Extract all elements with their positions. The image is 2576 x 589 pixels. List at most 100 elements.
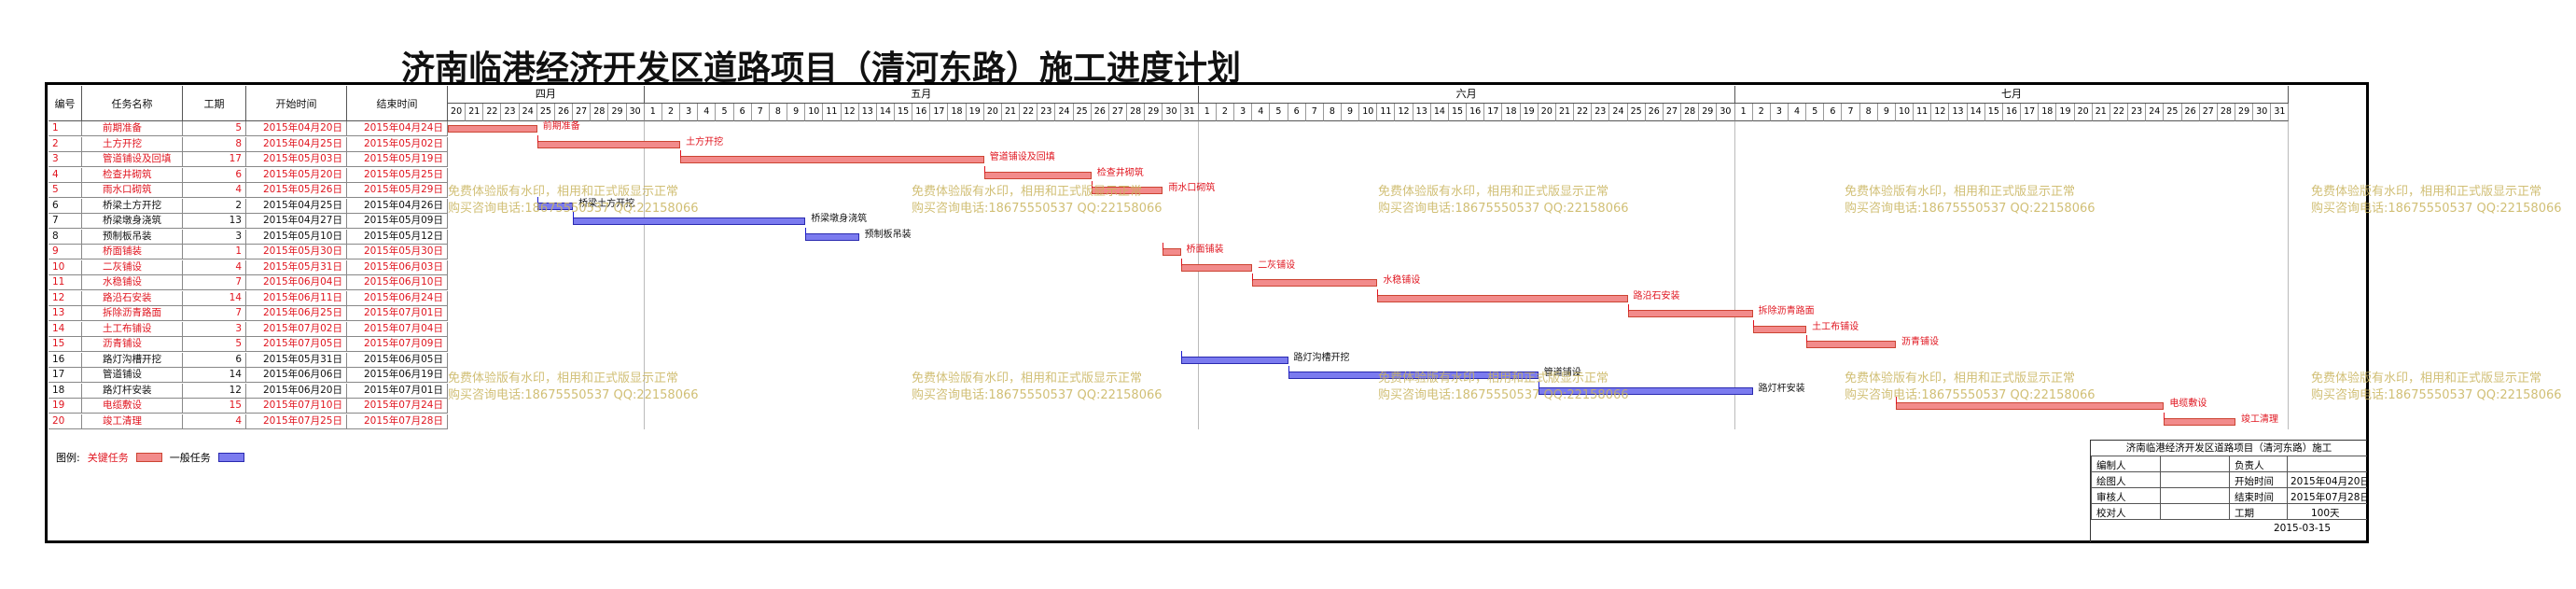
gantt-bar[interactable]: [1538, 386, 1753, 395]
watermark: 免费体验版有水印，相用和正式版显示正常购买咨询电话:18675550537 QQ…: [1845, 184, 2096, 217]
gantt-bar[interactable]: [1627, 310, 1753, 317]
watermark-line: 购买咨询电话:18675550537 QQ:22158066: [912, 202, 1163, 216]
day-header: 22: [483, 104, 502, 121]
gantt-bar[interactable]: [1806, 341, 1896, 348]
day-header: 29: [608, 104, 627, 121]
gantt-bar-label: 竣工清理: [2241, 414, 2278, 425]
task-name-cell: 检查井砌筑: [82, 167, 183, 183]
watermark: 免费体验版有水印，相用和正式版显示正常购买咨询电话:18675550537 QQ…: [912, 184, 1163, 217]
day-header: 1: [644, 104, 662, 121]
gantt-bar[interactable]: [1377, 294, 1628, 302]
legend: 图例: 关键任务 一般任务: [56, 450, 244, 465]
task-start-cell: 2015年06月25日: [246, 306, 347, 321]
day-header: 7: [1842, 104, 1860, 121]
day-header: 13: [858, 104, 877, 121]
task-end-cell: 2015年07月01日: [347, 306, 448, 321]
watermark: 免费体验版有水印，相用和正式版显示正常购买咨询电话:18675550537 QQ…: [1378, 371, 1629, 404]
gantt-bar-label: 桥梁墩身浇筑: [811, 214, 868, 224]
gantt-bar[interactable]: [1752, 325, 1807, 333]
gantt-bar[interactable]: [536, 140, 681, 148]
month-divider: [1734, 121, 1735, 429]
day-header: 23: [1037, 104, 1056, 121]
task-duration-cell: 5: [183, 337, 246, 352]
day-header: 27: [1108, 104, 1128, 121]
tb-k2-2: 结束时间: [2235, 492, 2274, 503]
gantt-bar[interactable]: [2164, 417, 2235, 426]
tb-date: 2015-03-15: [2274, 523, 2332, 534]
tb-k1-2: 审核人: [2096, 492, 2126, 503]
day-header: 7: [1305, 104, 1324, 121]
task-start-cell: 2015年05月31日: [246, 352, 347, 368]
day-header: 10: [1359, 104, 1378, 121]
task-id-cell: 17: [49, 368, 82, 383]
task-end-cell: 2015年05月09日: [347, 214, 448, 229]
gantt-bar[interactable]: [805, 232, 859, 241]
gantt-bar[interactable]: [536, 202, 574, 210]
day-header: 4: [1252, 104, 1271, 121]
day-header: 23: [501, 104, 520, 121]
task-id-cell: 18: [49, 383, 82, 399]
gantt-bar-label: 路灯杆安装: [1758, 383, 1805, 394]
tb-k1-0: 编制人: [2096, 460, 2126, 471]
gantt-bar[interactable]: [448, 125, 537, 133]
watermark-line: 免费体验版有水印，相用和正式版显示正常: [2311, 185, 2542, 199]
task-start-cell: 2015年06月04日: [246, 275, 347, 290]
col-header-duration: 工期: [183, 86, 246, 121]
task-duration-cell: 14: [183, 290, 246, 306]
gantt-bar[interactable]: [1288, 372, 1539, 379]
day-header: 26: [1091, 104, 1109, 121]
gantt-bar[interactable]: [573, 217, 806, 225]
watermark-line: 购买咨询电话:18675550537 QQ:22158066: [1378, 388, 1629, 402]
day-header: 16: [912, 104, 931, 121]
tb-k2-0: 负责人: [2235, 460, 2264, 471]
watermark-line: 购买咨询电话:18675550537 QQ:22158066: [1378, 202, 1629, 216]
watermark-line: 购买咨询电话:18675550537 QQ:22158066: [2311, 202, 2562, 216]
gantt-bar[interactable]: [1252, 279, 1378, 287]
day-header: 20: [448, 104, 466, 121]
day-header: 19: [2056, 104, 2075, 121]
task-name-cell: 二灰铺设: [82, 259, 183, 275]
gantt-bar[interactable]: [1163, 248, 1181, 256]
task-id-cell: 6: [49, 198, 82, 214]
task-duration-cell: 1: [183, 245, 246, 259]
task-name-cell: 桥面铺装: [82, 245, 183, 259]
gantt-bar-label: 前期准备: [542, 121, 580, 132]
task-duration-cell: 12: [183, 383, 246, 399]
gantt-bar[interactable]: [680, 156, 984, 163]
day-header: 24: [519, 104, 537, 121]
gantt-bar[interactable]: [1180, 356, 1288, 364]
day-header: 17: [1484, 104, 1503, 121]
day-header: 27: [2199, 104, 2218, 121]
gantt-bar[interactable]: [1895, 402, 2165, 410]
dependency-link: [536, 196, 538, 204]
gantt-bar[interactable]: [1091, 187, 1163, 194]
watermark: 免费体验版有水印，相用和正式版显示正常购买咨询电话:18675550537 QQ…: [1378, 184, 1629, 217]
gantt-bar[interactable]: [1180, 263, 1253, 272]
task-start-cell: 2015年06月20日: [246, 383, 347, 399]
task-id-cell: 10: [49, 259, 82, 275]
day-header: 12: [1395, 104, 1413, 121]
day-header: 30: [2253, 104, 2272, 121]
dependency-link: [573, 212, 575, 219]
gantt-bar[interactable]: [983, 171, 1092, 179]
task-duration-cell: 8: [183, 136, 246, 152]
day-header: 10: [1895, 104, 1915, 121]
watermark-line: 购买咨询电话:18675550537 QQ:22158066: [448, 202, 699, 216]
day-header: 23: [2128, 104, 2147, 121]
task-id-cell: 13: [49, 306, 82, 321]
task-end-cell: 2015年05月19日: [347, 152, 448, 167]
watermark: 免费体验版有水印，相用和正式版显示正常购买咨询电话:18675550537 QQ…: [448, 371, 699, 404]
day-header: 22: [1574, 104, 1593, 121]
chart-frame: [45, 82, 2369, 543]
watermark-line: 免费体验版有水印，相用和正式版显示正常: [912, 372, 1143, 386]
task-id-cell: 12: [49, 290, 82, 306]
task-start-cell: 2015年04月20日: [246, 121, 347, 136]
